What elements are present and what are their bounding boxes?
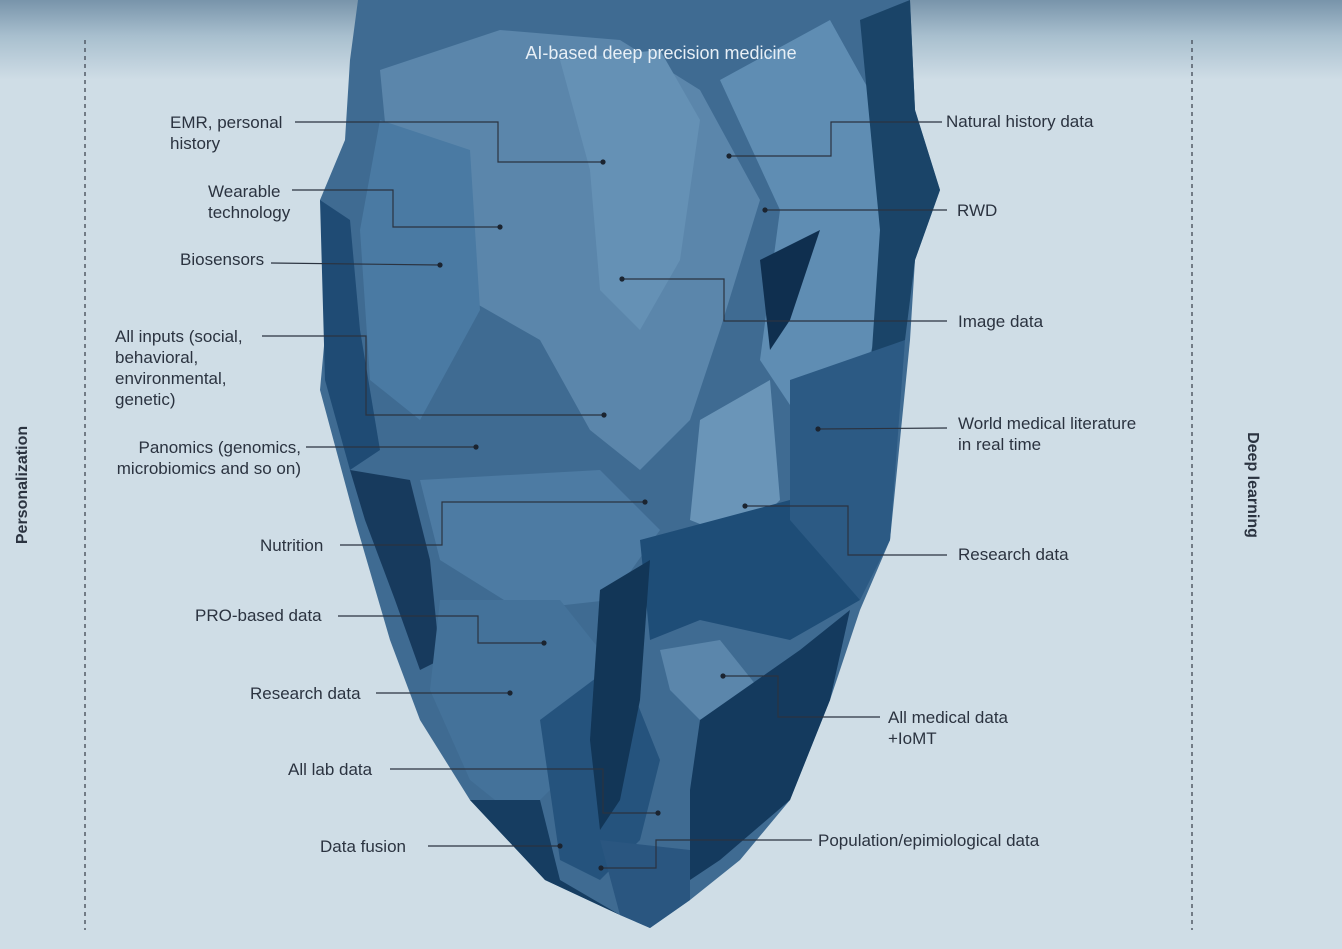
label-wearable-technology: Wearable technology [208,181,290,223]
label-research-data-right: Research data [958,544,1069,565]
leader-all-lab-dot [655,810,660,815]
label-natural-history-data: Natural history data [946,111,1093,132]
label-panomics: Panomics (genomics, microbiomics and so … [117,437,301,479]
leader-image-dot [619,276,624,281]
label-population-data: Population/epimiological data [818,830,1039,851]
leader-data-fusion-dot [557,843,562,848]
leader-research-right-dot [742,503,747,508]
label-nutrition: Nutrition [260,535,323,556]
leader-population-dot [598,865,603,870]
label-rwd: RWD [957,200,997,221]
label-emr-personal-history: EMR, personal history [170,112,282,154]
label-all-inputs: All inputs (social, behavioral, environm… [115,326,243,410]
leader-all-inputs-dot [601,412,606,417]
label-biosensors: Biosensors [180,249,264,270]
label-research-data-left: Research data [250,683,361,704]
leader-panomics-dot [473,444,478,449]
leader-research-left-dot [507,690,512,695]
label-pro-based-data: PRO-based data [195,605,322,626]
leader-world-lit-dot [815,426,820,431]
label-all-medical-data-iomt: All medical data +IoMT [888,707,1008,749]
side-label-deep-learning: Deep learning [1243,432,1261,538]
leader-biosensors-dot [437,262,442,267]
leader-emr-dot [600,159,605,164]
side-label-personalization: Personalization [14,426,32,544]
leader-all-medical-dot [720,673,725,678]
leader-rwd-dot [762,207,767,212]
leader-natural-history-dot [726,153,731,158]
facet-tip [600,840,690,928]
label-data-fusion: Data fusion [320,836,406,857]
label-image-data: Image data [958,311,1043,332]
label-world-medical-literature: World medical literature in real time [958,413,1136,455]
label-all-lab-data: All lab data [288,759,372,780]
leader-pro-dot [541,640,546,645]
diagram-title: AI-based deep precision medicine [525,43,796,64]
leader-nutrition-dot [642,499,647,504]
leader-wearable-dot [497,224,502,229]
